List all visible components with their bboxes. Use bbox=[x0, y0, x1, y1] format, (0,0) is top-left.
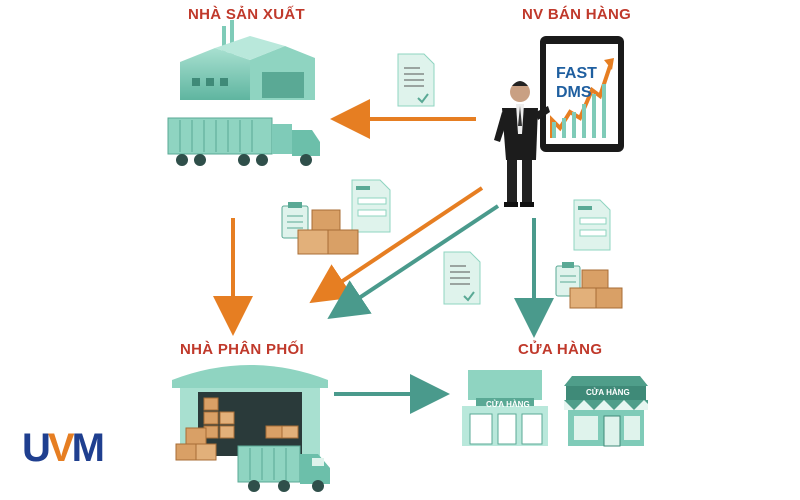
arrow-sales-to-distributor-orange bbox=[309, 186, 484, 304]
boxes-icon bbox=[297, 209, 359, 255]
boxes-icon bbox=[569, 269, 623, 309]
factory-icon bbox=[180, 20, 315, 100]
tablet-title-line2: DMS bbox=[556, 84, 592, 101]
truck-icon bbox=[167, 117, 320, 166]
store-sign-right: CỬA HÀNG bbox=[586, 388, 630, 397]
arrow-sales-to-distributor-teal bbox=[327, 204, 500, 320]
document-icon bbox=[573, 199, 611, 251]
salesman-icon bbox=[494, 81, 550, 207]
logo-letter-m: M bbox=[71, 426, 105, 470]
store-title: CỬA HÀNG bbox=[518, 341, 603, 358]
umm-logo: UVM bbox=[22, 426, 105, 471]
store-icon bbox=[462, 370, 548, 446]
tablet-icon bbox=[540, 36, 624, 152]
sales-staff-title: NV BÁN HÀNG bbox=[522, 6, 632, 23]
tablet-title-line1: FAST bbox=[556, 65, 597, 82]
distributor-title: NHÀ PHÂN PHỐI bbox=[180, 341, 304, 358]
manufacturer-title: NHÀ SẢN XUẤT bbox=[188, 6, 305, 23]
logo-letter-v: V bbox=[47, 426, 75, 470]
store-icon bbox=[564, 376, 648, 447]
warehouse-icon bbox=[172, 365, 328, 461]
document-icon bbox=[351, 179, 391, 233]
store-sign-left: CỬA HÀNG bbox=[486, 400, 530, 409]
logo-letter-u: U bbox=[22, 426, 51, 470]
document-icon bbox=[443, 251, 481, 305]
document-icon bbox=[397, 53, 435, 107]
truck-icon bbox=[237, 445, 330, 492]
